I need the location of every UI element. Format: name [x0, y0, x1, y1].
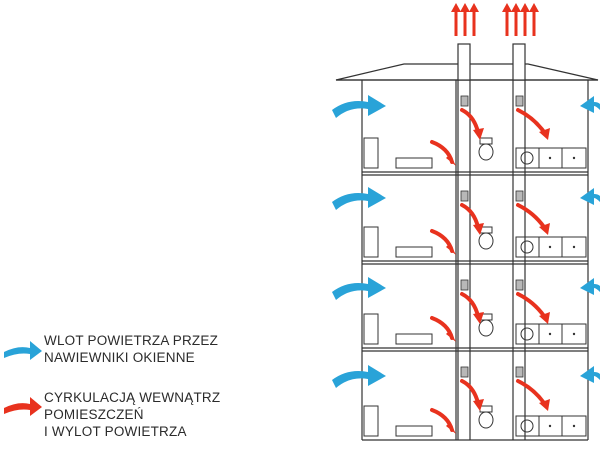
- legend-blue-arrow: [4, 341, 42, 360]
- duct-inlet: [515, 279, 524, 291]
- wardrobe: [363, 405, 379, 437]
- legend-intake-line-2: NAWIEWNIKI OKIENNE: [44, 350, 195, 365]
- building-frame: [361, 80, 589, 441]
- red-arrow-head-icon: [473, 399, 484, 411]
- floor-3: [363, 279, 587, 345]
- blue-arrow-icon: [580, 366, 600, 383]
- duct-inlet: [460, 279, 469, 291]
- stove-knob: [572, 245, 576, 249]
- circulation-arrow-icon: [516, 379, 546, 405]
- red-arrow-head-icon: [446, 422, 456, 434]
- red-arrow-head-icon: [446, 330, 456, 342]
- toilet-bowl: [478, 319, 494, 337]
- legend-intake-line-1: WLOT POWIETRZA PRZEZ: [44, 333, 219, 348]
- legend-circulation-text: CYRKULACJĄ WEWNĄTRZ POMIESZCZEŃ I WYLOT …: [44, 389, 220, 440]
- bed: [395, 157, 433, 169]
- red-arrow-head-icon: [539, 128, 550, 140]
- duct-inlet: [460, 366, 469, 378]
- blue-arrow-icon: [580, 278, 600, 295]
- legend-circulation-line-1: CYRKULACJĄ WEWNĄTRZ: [44, 390, 221, 405]
- red-arrow-head-icon: [473, 223, 484, 235]
- washer-drum: [520, 151, 534, 165]
- floor-2: [363, 190, 587, 258]
- kitchen-counter: [515, 415, 587, 437]
- legend-circulation-line-2: POMIESZCZEŃ: [44, 407, 144, 422]
- circulation-arrow-icon: [516, 108, 546, 134]
- kitchen-counter: [515, 323, 587, 345]
- duct-inlet: [515, 190, 524, 202]
- circulation-arrow-icon: [516, 292, 546, 318]
- blue-arrow-icon: [332, 365, 386, 388]
- exhaust-arrow-icon: [451, 3, 479, 36]
- floors: [363, 95, 587, 437]
- toilet-bowl: [478, 411, 494, 429]
- washer-drum: [520, 327, 534, 341]
- washer-drum: [520, 240, 534, 254]
- blue-arrow-icon: [332, 187, 386, 210]
- red-arrow-head-icon: [473, 312, 484, 324]
- red-arrow-icon: [4, 397, 42, 416]
- legend-circulation-line-3: I WYLOT POWIETRZA: [44, 424, 187, 439]
- toilet-bowl: [478, 232, 494, 250]
- stove-knob: [548, 424, 552, 428]
- toilet-tank: [479, 137, 493, 145]
- kitchen-counter: [515, 147, 587, 169]
- duct-inlet: [460, 190, 469, 202]
- wardrobe: [363, 137, 379, 169]
- washer-drum: [520, 419, 534, 433]
- blue-arrow-icon: [332, 95, 386, 118]
- blue-arrow-icon: [580, 96, 600, 113]
- blue-arrow-icon: [332, 277, 386, 300]
- stove-knob: [572, 156, 576, 160]
- floor-1: [363, 95, 587, 169]
- red-arrow-head-icon: [446, 243, 456, 255]
- intake-arrows-left: [332, 95, 386, 388]
- exhaust-arrows: [451, 3, 539, 36]
- red-arrow-head-icon: [473, 128, 484, 140]
- toilet-bowl: [478, 143, 494, 161]
- stove-knob: [548, 156, 552, 160]
- red-arrow-head-icon: [539, 312, 550, 324]
- legend-red-arrow: [4, 397, 42, 416]
- bed: [395, 425, 433, 437]
- stove-knob: [572, 332, 576, 336]
- stove-knob: [548, 245, 552, 249]
- duct-inlet: [515, 366, 524, 378]
- red-arrow-head-icon: [446, 154, 456, 166]
- duct-inlet: [515, 95, 524, 107]
- red-arrow-head-icon: [539, 399, 550, 411]
- stove-knob: [548, 332, 552, 336]
- legend-intake-text: WLOT POWIETRZA PRZEZ NAWIEWNIKI OKIENNE: [44, 332, 218, 366]
- kitchen-counter: [515, 236, 587, 258]
- wardrobe: [363, 313, 379, 345]
- circulation-arrow-icon: [516, 203, 546, 229]
- wardrobe: [363, 226, 379, 258]
- floor-4: [363, 366, 587, 437]
- exhaust-stacks: [457, 43, 526, 81]
- intake-arrows-right: [580, 96, 600, 383]
- toilet-tank: [479, 405, 493, 413]
- duct-inlet: [460, 95, 469, 107]
- red-arrow-head-icon: [539, 223, 550, 235]
- blue-arrow-icon: [4, 341, 42, 360]
- blue-arrow-icon: [580, 188, 600, 205]
- bed: [395, 333, 433, 345]
- bed: [395, 246, 433, 258]
- stove-knob: [572, 424, 576, 428]
- exhaust-arrow-icon: [502, 3, 539, 36]
